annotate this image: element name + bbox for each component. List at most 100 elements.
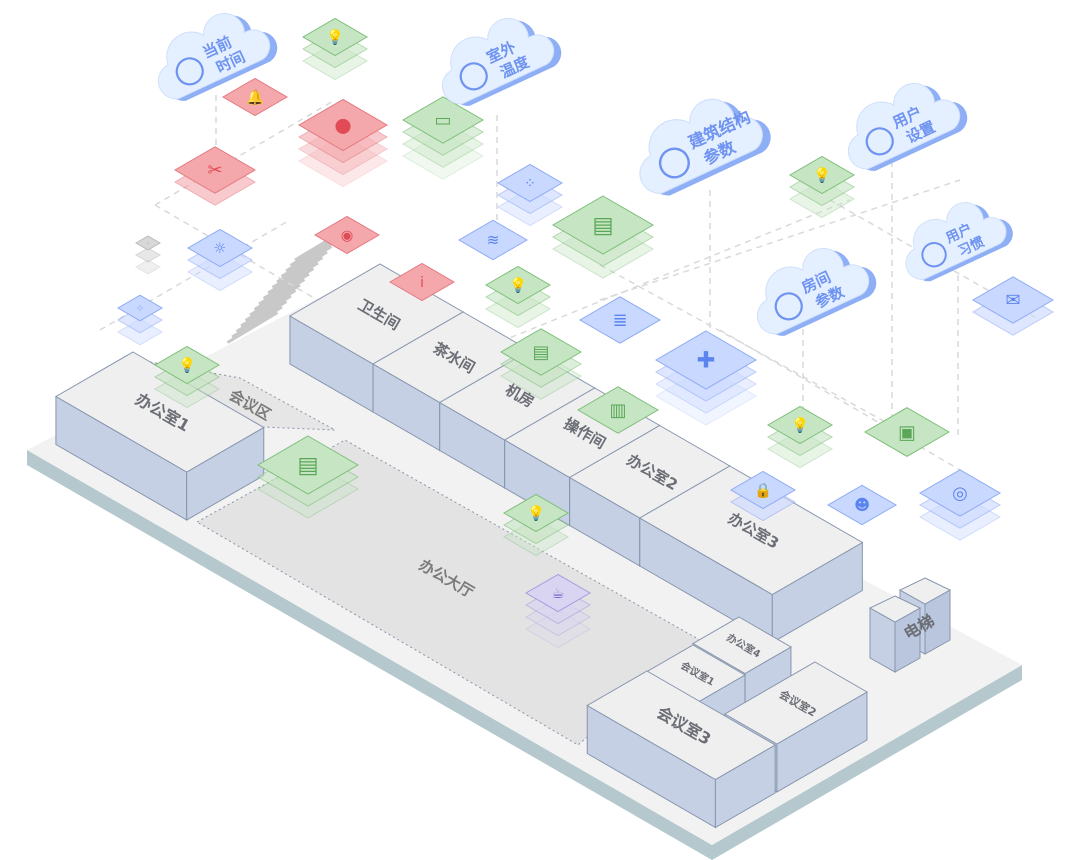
person-icon-tile[interactable]: ● — [298, 98, 388, 188]
house-icon — [774, 292, 803, 321]
bell-icon-tile[interactable]: 🔔 — [222, 77, 288, 117]
coffee-cup-icon-tile[interactable]: ☕ — [525, 573, 591, 649]
stair-step — [253, 278, 306, 311]
room-office3[interactable]: 办公室3 — [638, 465, 864, 644]
printer-icon-tile[interactable]: ▥ — [577, 386, 659, 434]
brick-wall-icon — [658, 147, 690, 179]
dots-icon-tile[interactable]: ⁘ — [497, 163, 563, 227]
dots-icon-tile[interactable]: ⁘ — [135, 235, 161, 275]
document-icon: ≣ — [612, 310, 627, 331]
document-icon-tile[interactable]: ≣ — [579, 296, 661, 344]
room-roof — [586, 670, 777, 781]
tablet-icon: ▭ — [434, 110, 451, 131]
tile-layer — [257, 435, 359, 495]
tile-layer — [402, 96, 484, 144]
tile-layer — [864, 407, 950, 457]
room-elevator[interactable]: 电梯 — [868, 577, 952, 673]
cloud-body — [847, 82, 961, 170]
lightbulb-icon-tile[interactable]: 💡 — [302, 17, 368, 81]
tile-layer — [767, 405, 833, 445]
tablet-icon-tile[interactable]: ▭ — [402, 96, 484, 180]
elevator-roof — [868, 595, 922, 623]
thermometer-icon — [459, 62, 488, 91]
tile-layer — [135, 235, 161, 251]
lightbulb-icon-tile[interactable]: 💡 — [503, 493, 569, 557]
lightbulb-icon-tile[interactable]: 💡 — [789, 155, 855, 219]
dots-icon: ⁘ — [146, 241, 151, 247]
dots-icon-tile[interactable]: ⁘ — [117, 294, 163, 346]
user-list-icon — [921, 242, 947, 268]
zones: 会议区 办公大厅 — [149, 361, 701, 746]
clock-icon — [175, 57, 204, 86]
stair-step — [267, 261, 319, 295]
tile-layer — [389, 262, 455, 302]
lock-icon-tile[interactable]: 🔒 — [730, 470, 796, 522]
bell-icon: 🔔 — [246, 89, 264, 106]
tile-layer — [135, 259, 161, 275]
stair-step — [244, 289, 297, 322]
info-icon: i — [420, 275, 424, 291]
room-roof — [638, 465, 864, 596]
tools-icon: ✂ — [207, 160, 222, 181]
mail-icon-tile[interactable]: ✉ — [972, 276, 1054, 336]
lightbulb-icon-tile[interactable]: 💡 — [154, 345, 220, 409]
keyboard-icon: ▤ — [532, 342, 549, 363]
room-meeting3[interactable]: 会议室3 — [586, 670, 777, 829]
stair-step — [285, 239, 337, 273]
room-office1[interactable]: 办公室1 — [54, 351, 265, 521]
lightbulb-icon: 💡 — [509, 276, 527, 294]
dots-icon: ⁘ — [524, 176, 536, 192]
tile-layer — [302, 17, 368, 57]
lightbulb-icon-tile[interactable]: 💡 — [767, 405, 833, 469]
user-gear-icon — [865, 127, 894, 156]
cloud-body — [756, 247, 870, 335]
stair-step — [249, 283, 301, 317]
sun-icon: ☼ — [214, 241, 227, 257]
camera-icon: ◎ — [952, 483, 968, 504]
grid-icon: ✚ — [697, 348, 716, 374]
tools-icon-tile[interactable]: ✂ — [174, 146, 256, 206]
tile-layer — [154, 345, 220, 385]
printer-icon: ▥ — [609, 400, 626, 421]
keyboard-icon-tile[interactable]: ▤ — [257, 435, 359, 519]
info-icon-tile[interactable]: i — [389, 262, 455, 302]
cloud-body — [639, 98, 763, 194]
grid-icon-tile[interactable]: ✚ — [655, 330, 757, 426]
tile-layer — [314, 215, 380, 255]
briefcase-icon-tile[interactable]: ▣ — [864, 407, 950, 457]
tile-layer — [485, 265, 551, 305]
tile-layer — [525, 573, 591, 613]
cloud-body — [441, 17, 555, 105]
tile-layer — [497, 163, 563, 203]
tile-layer — [919, 469, 1001, 517]
guide-line — [479, 199, 851, 351]
room-roof — [723, 661, 868, 745]
user-badge-icon-tile[interactable]: ☻ — [827, 484, 897, 526]
tile-layer — [579, 296, 661, 344]
sun-icon-tile[interactable]: ☼ — [187, 228, 253, 292]
tile-layer — [222, 77, 288, 117]
mic-icon-tile[interactable]: ◉ — [314, 215, 380, 255]
dots-icon: ⁘ — [136, 303, 144, 314]
lightbulb-icon-tile[interactable]: 💡 — [485, 265, 551, 329]
wifi-icon: ≋ — [487, 231, 500, 249]
tile-layer — [503, 493, 569, 533]
keyboard-icon-tile[interactable]: ▤ — [500, 328, 582, 400]
keyboard-icon-tile[interactable]: ▤ — [552, 195, 654, 279]
tile-layer — [577, 386, 659, 434]
tile-layer — [730, 470, 796, 510]
camera-icon-tile[interactable]: ◎ — [919, 469, 1001, 541]
lightbulb-icon: 💡 — [527, 504, 545, 522]
wifi-icon-tile[interactable]: ≋ — [458, 219, 528, 261]
lightbulb-icon: 💡 — [813, 166, 831, 184]
tile-layer — [525, 609, 591, 649]
stair-step — [231, 305, 283, 339]
keyboard-icon: ▤ — [297, 453, 318, 479]
